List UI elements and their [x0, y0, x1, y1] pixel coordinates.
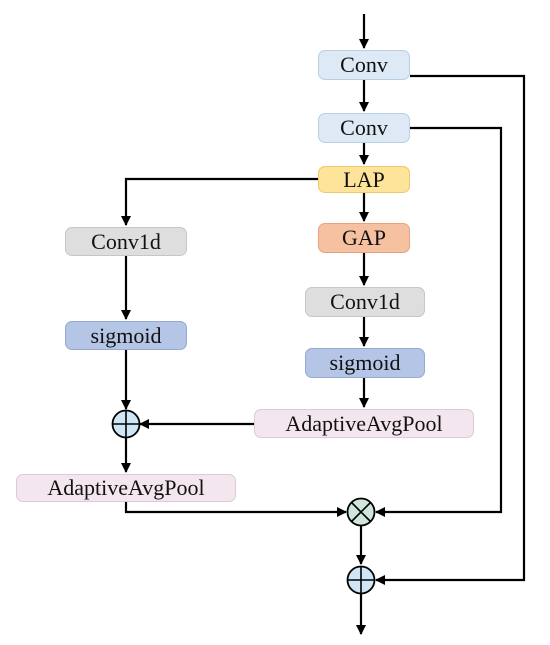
edge-pool-left-multiply: [124, 502, 347, 517]
lap-node: LAP: [318, 166, 410, 193]
multiply-operator: [346, 497, 376, 527]
adaptive-avg-pool-node-right: AdaptiveAvgPool: [254, 409, 474, 438]
edge-lap-conv1d-left: [121, 177, 318, 226]
sigmoid-node-right: sigmoid: [305, 348, 425, 378]
sigmoid-node-left: sigmoid: [65, 321, 187, 350]
times-stroke-b: [350, 501, 372, 523]
edge-conv2-multiply: [375, 126, 503, 517]
conv-node-2: Conv: [318, 113, 410, 143]
adaptive-avg-pool-node-left: AdaptiveAvgPool: [16, 474, 236, 502]
gap-node: GAP: [318, 223, 410, 253]
edge-conv1-add-final: [375, 74, 526, 585]
add-left-operator: [111, 409, 141, 439]
add-final-operator: [346, 565, 376, 595]
conv1d-node-right: Conv1d: [305, 287, 425, 317]
conv1d-node-left: Conv1d: [65, 227, 187, 256]
conv-node-1: Conv: [318, 50, 410, 80]
